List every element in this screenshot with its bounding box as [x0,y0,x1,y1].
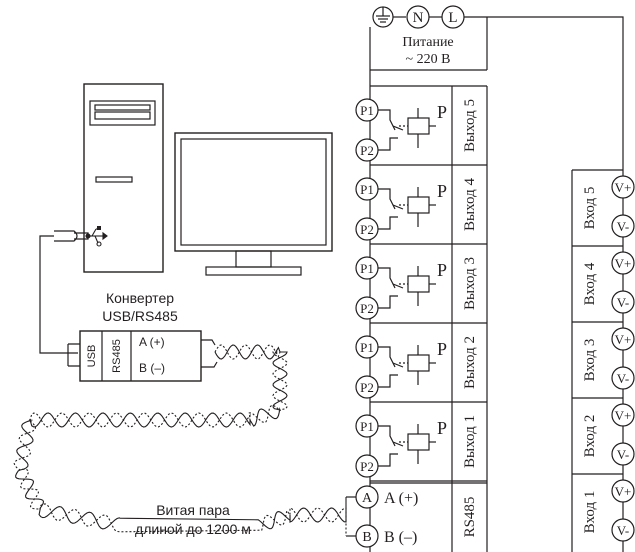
output-terminal-p2: P2 [360,222,374,237]
usb-cable [39,230,89,354]
ground-icon [376,7,390,23]
input-label: Вход 4 [582,262,598,305]
pc-tower [83,83,164,273]
converter-usb-label: USB [86,345,98,368]
device-label-a: A (+) [384,490,418,507]
relay-letter: P [437,102,447,122]
relay-letter: P [437,339,447,359]
output-label: Выход 5 [462,99,478,152]
input-terminal-minus: V- [617,219,630,234]
output-terminal-p1: P1 [360,261,374,276]
input-terminal-minus: V- [617,447,630,462]
power-terminal-n: N [413,10,424,26]
input-terminal-minus: V- [617,523,630,538]
output-label: Выход 4 [462,178,478,231]
device-label-b: B (–) [384,529,417,546]
output-label: Выход 2 [462,336,478,389]
input-label: Вход 1 [582,491,598,534]
input-terminal-minus: V- [617,371,630,386]
relay-coil [407,354,430,372]
input-section: V+ V- Вход 4 [572,245,635,314]
input-terminal-plus: V+ [615,484,632,499]
output-terminal-p2: P2 [360,143,374,158]
input-terminal-plus: V+ [615,180,632,195]
converter-pin-b: B (–) [139,361,165,375]
power-terminal-l: L [448,10,457,26]
power-block [369,5,624,170]
input-terminal-plus: V+ [615,256,632,271]
converter-rs485-label: RS485 [111,339,123,373]
device-terminal-a: A [362,491,373,506]
output-terminal-p1: P1 [360,103,374,118]
usb-rs485-converter [67,330,218,382]
output-terminal-p2: P2 [360,459,374,474]
input-terminal-plus: V+ [615,408,632,423]
output-label: Выход 1 [462,415,478,468]
cable-label-line1: Витая пара [156,502,230,518]
input-label: Вход 3 [582,339,598,382]
relay-letter: P [437,418,447,438]
input-section: V+ V- Вход 3 [572,321,635,390]
device-rs485-side-label: RS485 [462,497,478,538]
converter-title-line2: USB/RS485 [102,308,178,324]
twisted-pair-cable [13,344,347,536]
input-section: V+ V- Вход 5 [582,175,635,238]
output-terminal-p2: P2 [360,301,374,316]
relay-letter: P [437,260,447,280]
input-terminal-plus: V+ [615,332,632,347]
output-terminal-p1: P1 [360,182,374,197]
power-label: Питание [402,35,453,50]
input-section: V+ V- Вход 1 [572,473,635,542]
cable-label-line2: длиной до 1200 м [135,521,251,537]
relay-coil [407,196,430,214]
relay-coil [407,117,430,135]
converter-title-line1: Конвертер [106,290,174,306]
controller-block [369,85,488,552]
input-label: Вход 2 [582,415,598,458]
relay-letter: P [437,181,447,201]
output-terminal-p1: P1 [360,340,374,355]
relay-coil [407,433,430,451]
output-label: Выход 3 [462,257,478,310]
output-terminal-p2: P2 [360,380,374,395]
input-section: V+ V- Вход 2 [572,397,635,466]
device-rs485-terminals [346,485,379,548]
converter-pin-a: A (+) [139,335,165,349]
inputs-layer: V+ V- Вход 5 V+ V- Вход 4 V+ V- Вход 3 V+ V- Вход 2… [572,175,635,542]
input-terminal-minus: V- [617,295,630,310]
power-voltage: ~ 220 В [406,52,451,67]
output-terminal-p1: P1 [360,419,374,434]
monitor [174,132,333,276]
usb-icon [85,226,108,247]
relay-coil [407,275,430,293]
device-terminal-b: B [362,530,371,545]
input-label: Вход 5 [582,187,598,230]
